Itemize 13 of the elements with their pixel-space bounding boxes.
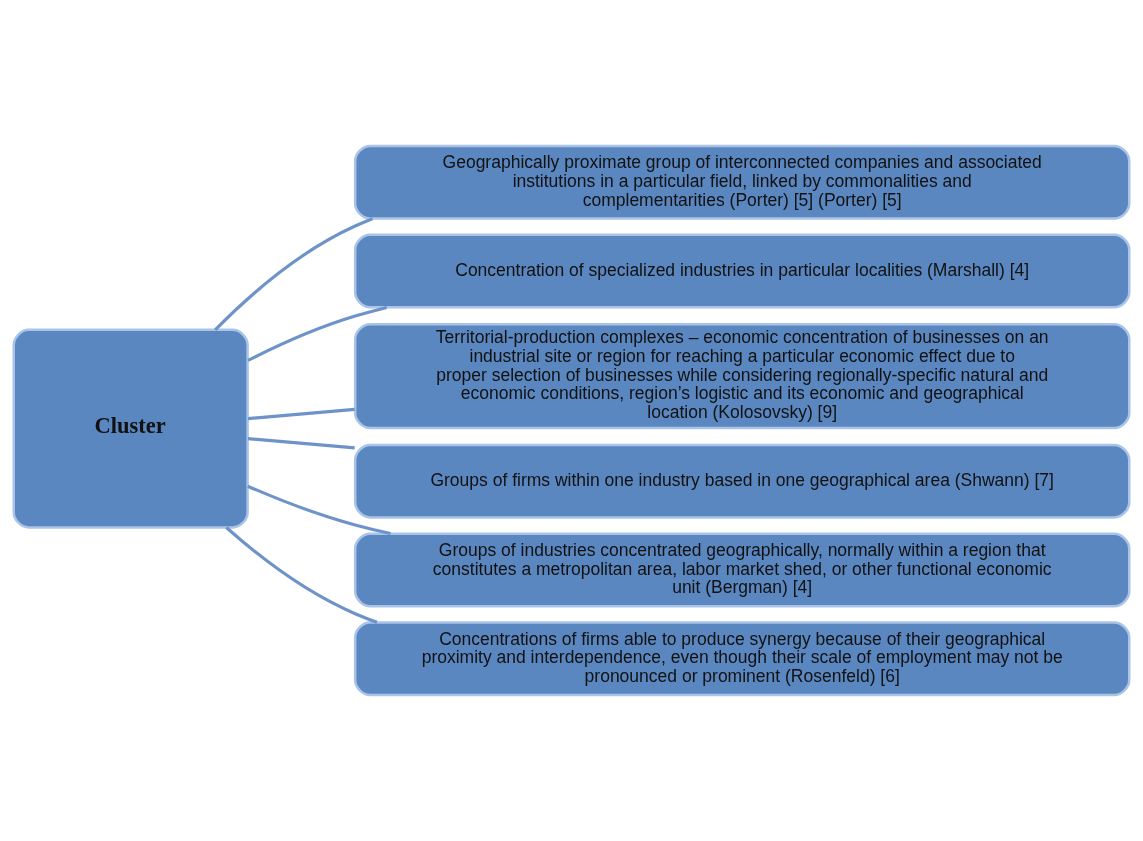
connector [247,407,355,421]
node-box: Geographically proximate group of interconnected companies and associated institutions in a particular field, linked by commonalities and complementarities (Porter) [5] (Porter) [5] [353,144,1131,220]
node-box: Cluster [12,328,249,529]
node-box: Concentrations of firms able to produce synergy because of their geographical proximity and interdependence, even though their scale of employment may not be pronounced or prominent (Rosenfeld) [6] [353,621,1131,697]
node-box: Groups of firms within one industry based in one geographical area (Shwann) [7] [353,443,1131,519]
connector [225,526,378,624]
node-box: Groups of industries concentrated geographically, normally within a region that constitutes a metropolitan area, labor market shed, or other functional economic unit (Bergman) [4] [353,532,1131,608]
node-box: Concentration of specialized industries in particular localities (Marshall) [4] [353,233,1131,309]
node-box: Territorial-production complexes – economic concentration of businesses on an industrial site or region for reaching a particular economic effect due to proper selection of businesses while considering regionally-specific natural and economic conditions, region’s logistic and its economic and geographical location (Kolosovsky) [9] [353,322,1131,430]
connector [247,305,388,362]
connector [247,437,355,450]
connector [247,484,391,536]
connector [214,217,374,331]
